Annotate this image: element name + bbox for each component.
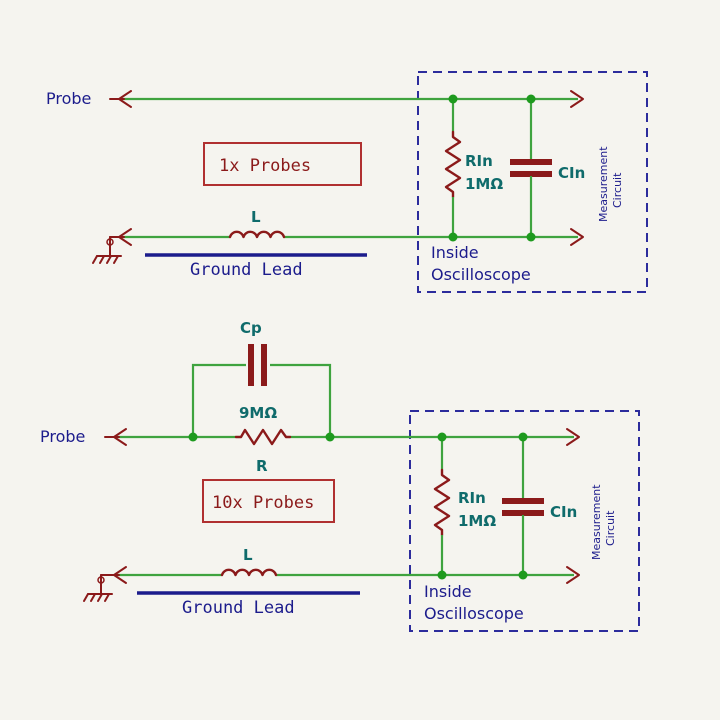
junction-dot bbox=[526, 94, 536, 104]
inside-label: Inside bbox=[424, 582, 472, 601]
cin-label: CIn bbox=[558, 164, 585, 182]
junction-dot bbox=[448, 94, 458, 104]
ground-arrow-right bbox=[570, 228, 584, 246]
rin-label: RIn bbox=[465, 152, 493, 170]
oscilloscope-label: Oscilloscope bbox=[424, 604, 524, 623]
junction-dot bbox=[325, 432, 335, 442]
ground-lead-label: Ground Lead bbox=[182, 598, 295, 618]
rin-value: 1MΩ bbox=[458, 512, 496, 530]
ground-icon bbox=[83, 574, 113, 602]
inductor-symbol bbox=[228, 230, 286, 239]
ground-lead-label: Ground Lead bbox=[190, 260, 303, 280]
probe-type-box bbox=[203, 142, 362, 186]
measurement-label: Measurement bbox=[590, 484, 603, 560]
diagram-1x: Probe L Ground Lead 1x Probes RIn bbox=[46, 71, 648, 293]
junction-dot bbox=[526, 232, 536, 242]
r-value: 9MΩ bbox=[239, 404, 277, 422]
inductor-label: L bbox=[251, 208, 261, 226]
cp-label: Cp bbox=[240, 319, 262, 337]
oscilloscope-boundary bbox=[417, 71, 648, 293]
rin-value: 1MΩ bbox=[465, 175, 503, 193]
ground-icon bbox=[92, 236, 122, 264]
oscilloscope-label: Oscilloscope bbox=[431, 265, 531, 284]
probe-type-label: 1x Probes bbox=[219, 156, 311, 176]
inductor-label: L bbox=[243, 546, 253, 564]
probe-type-box bbox=[202, 479, 335, 523]
r-resistor-symbol bbox=[234, 428, 292, 446]
inductor-symbol bbox=[220, 568, 278, 577]
probe-arrow-right bbox=[570, 90, 584, 108]
probe-type-label: 10x Probes bbox=[212, 493, 314, 513]
junction-dot bbox=[518, 432, 528, 442]
inside-label: Inside bbox=[431, 243, 479, 262]
cin-label: CIn bbox=[550, 503, 577, 521]
rin-label: RIn bbox=[458, 489, 486, 507]
diagram-10x: Probe Cp 9MΩ R L Ground L bbox=[40, 319, 640, 632]
circuit-label: Circuit bbox=[611, 172, 624, 208]
rin-resistor-symbol bbox=[433, 468, 451, 537]
oscilloscope-boundary bbox=[409, 410, 640, 632]
junction-dot bbox=[448, 232, 458, 242]
rin-resistor-symbol bbox=[444, 130, 462, 199]
probe-arrow-right bbox=[566, 428, 580, 446]
junction-dot bbox=[518, 570, 528, 580]
probe-label: Probe bbox=[40, 427, 85, 446]
circuit-label: Circuit bbox=[604, 510, 617, 546]
probe-label: Probe bbox=[46, 89, 91, 108]
junction-dot bbox=[437, 432, 447, 442]
junction-dot bbox=[437, 570, 447, 580]
r-label: R bbox=[256, 457, 268, 475]
junction-dot bbox=[188, 432, 198, 442]
ground-arrow-right bbox=[566, 566, 580, 584]
measurement-label: Measurement bbox=[597, 146, 610, 222]
